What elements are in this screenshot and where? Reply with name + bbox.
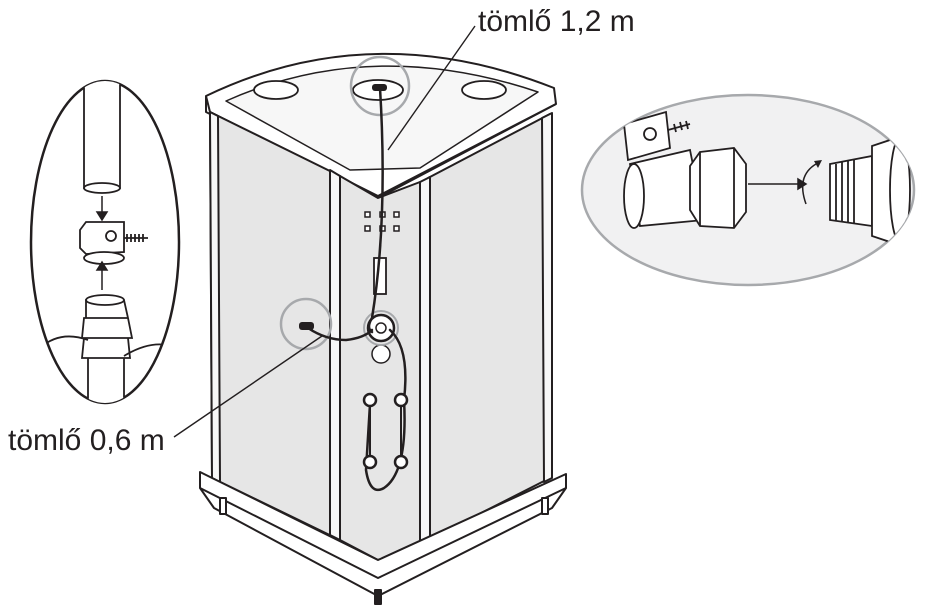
roof-hole-right (461, 80, 507, 100)
hose-end-left (299, 322, 314, 330)
right-frame-inner-post (419, 176, 431, 547)
right-glass-panel (427, 113, 551, 541)
right-callout (580, 93, 916, 287)
cabin-roof-rim-right (377, 103, 557, 199)
hose-end-top (372, 84, 387, 91)
highlight-circle-valve (363, 310, 399, 346)
leg-left (219, 497, 227, 515)
leg-front (374, 589, 382, 605)
highlight-circle-top (349, 55, 411, 117)
left-glass-panel (209, 111, 341, 541)
hose-label-left: tömlő 0,6 m (8, 424, 165, 457)
hose-short (306, 326, 374, 342)
leader-line-top (387, 25, 476, 151)
pipe (83, 81, 121, 189)
highlight-circle-left (279, 297, 333, 351)
roof-hole-left (253, 80, 299, 100)
diverter-valve-center (375, 322, 387, 334)
left-frame-post (209, 111, 221, 483)
left-frame-inner-post (329, 169, 341, 541)
right-frame-post (541, 112, 553, 483)
hose-label-top: tömlő 1,2 m (478, 5, 635, 38)
leader-line-left (173, 335, 323, 438)
valve-below (371, 344, 391, 364)
barbed-fitting (81, 299, 134, 403)
hose-long (367, 86, 384, 334)
left-callout (29, 79, 181, 405)
hex-nut (689, 147, 747, 229)
leg-right (541, 497, 549, 515)
rotation-arrow (801, 163, 817, 205)
hose-clamp (79, 221, 125, 255)
